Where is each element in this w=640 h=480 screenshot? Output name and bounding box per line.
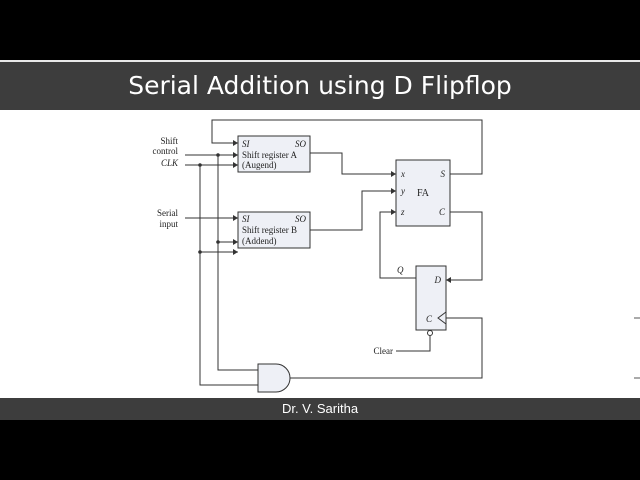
sr-b-si-label: SI [242, 214, 251, 224]
wire-junctions [198, 153, 220, 254]
sr-a-so-label: SO [295, 139, 307, 149]
fa-z-label: z [400, 207, 405, 217]
fa-x-label: x [400, 169, 405, 179]
clk-label: CLK [161, 158, 179, 168]
clear-label: Clear [374, 346, 394, 356]
author-footer: Dr. V. Saritha [281, 401, 359, 416]
slide-title: Serial Addition using D Flipflop [128, 71, 512, 100]
fa-name: FA [417, 188, 430, 199]
arrowheads [233, 140, 451, 283]
input-labels: Shift control CLK Serial input Clear [153, 136, 394, 356]
fa-y-label: y [400, 186, 405, 196]
d-flipflop: Q D C [397, 265, 447, 336]
sr-b-name: Shift register B [242, 225, 297, 235]
serial-input-label-line1: Serial [157, 208, 178, 218]
sr-b-so-label: SO [295, 214, 307, 224]
fa-s-label: S [441, 169, 446, 179]
footer-bar: Dr. V. Saritha [0, 398, 640, 420]
shift-register-b: SI SO Shift register B (Addend) [237, 211, 311, 249]
sr-a-name: Shift register A [242, 150, 297, 160]
sr-b-role: (Addend) [242, 236, 277, 246]
shift-register-a: SI SO Shift register A (Augend) [237, 135, 311, 173]
edge-marks [634, 317, 640, 379]
ff-c-label: C [426, 314, 433, 324]
full-adder: x y z S C FA [395, 159, 451, 227]
shift-control-label-line1: Shift [160, 136, 178, 146]
ff-q-label: Q [397, 265, 404, 275]
title-bar: Serial Addition using D Flipflop [0, 60, 640, 110]
sr-a-role: (Augend) [242, 160, 277, 170]
sr-a-si-label: SI [242, 139, 251, 149]
clear-bubble [427, 330, 433, 336]
serial-input-label-line2: input [159, 219, 178, 229]
ff-d-label: D [434, 275, 442, 285]
fa-c-label: C [439, 207, 446, 217]
and-gate [257, 363, 291, 393]
shift-control-label-line2: control [153, 146, 179, 156]
clock-triangle [437, 311, 447, 325]
